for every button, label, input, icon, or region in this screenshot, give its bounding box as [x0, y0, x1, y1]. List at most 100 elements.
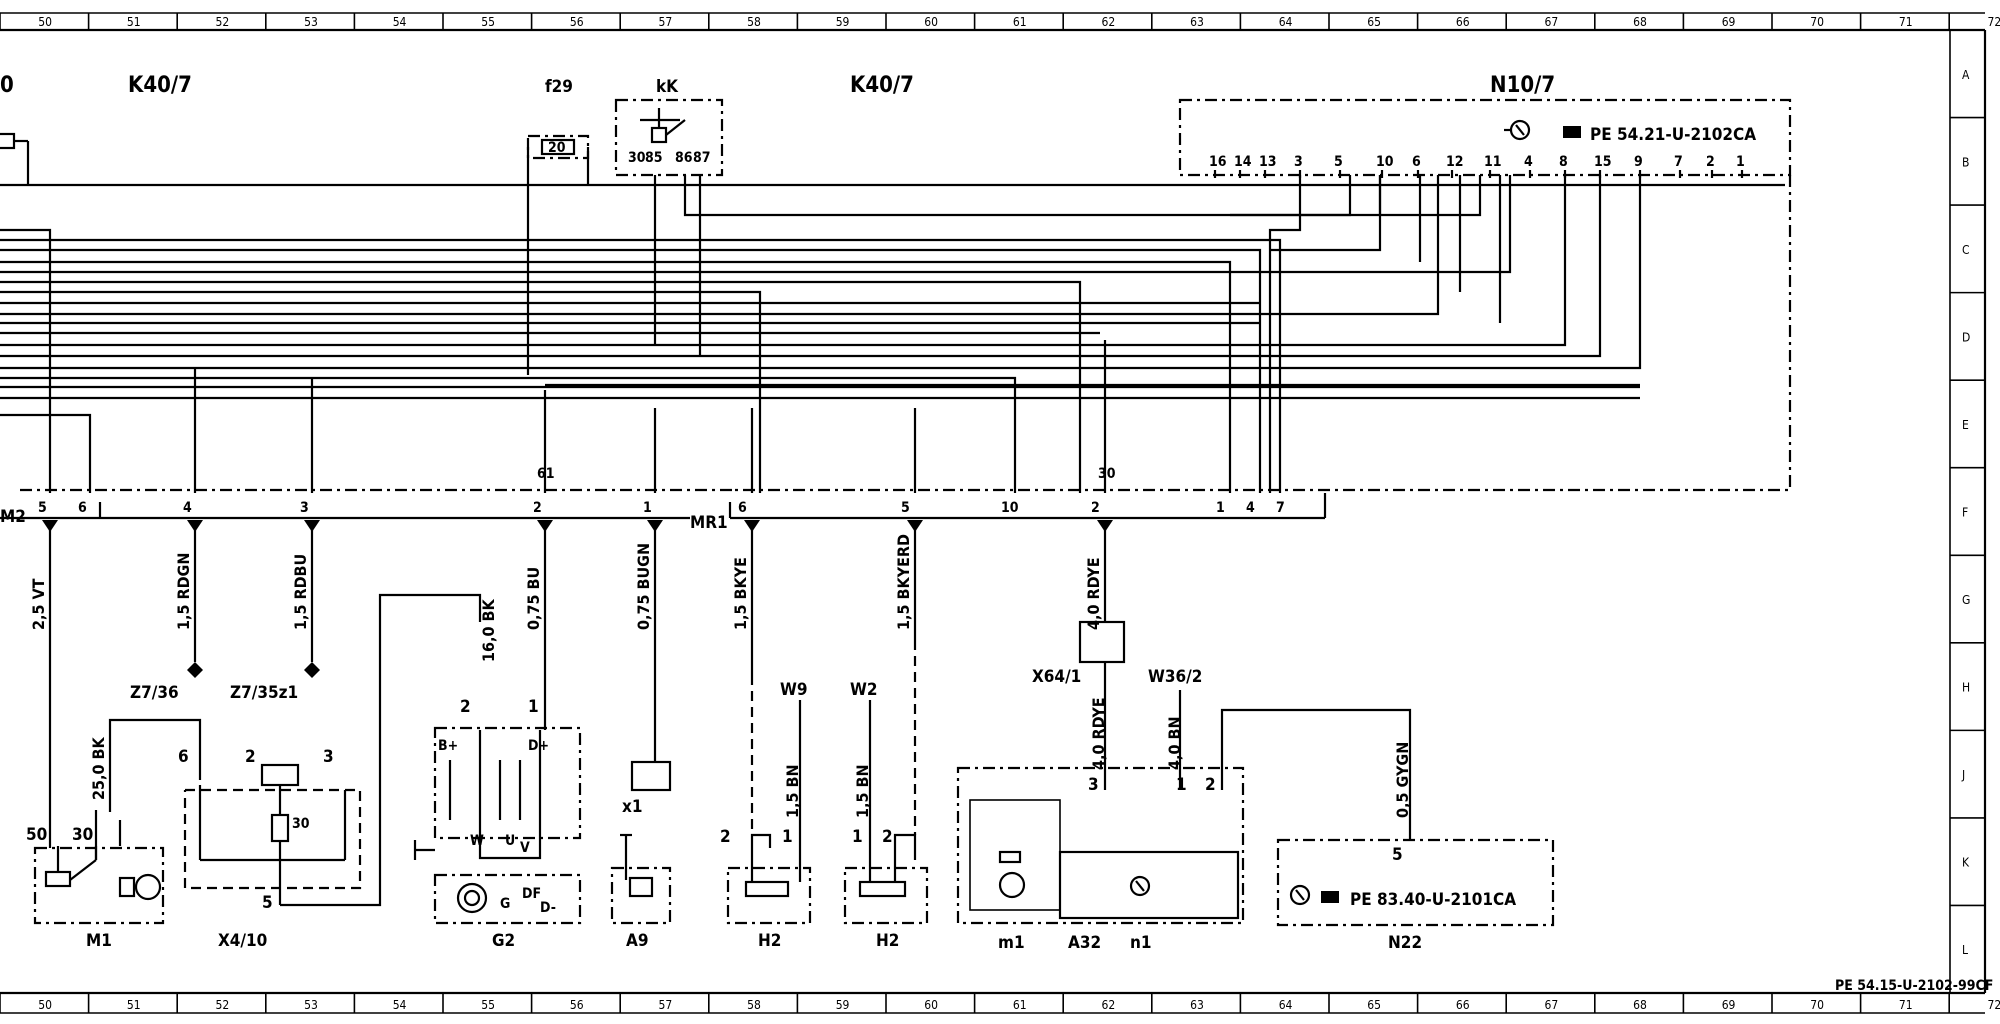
ruler-row-label: J	[1961, 768, 1965, 782]
m2-pin-label: 4	[183, 500, 192, 516]
m2-pin-label: 6	[78, 500, 87, 516]
ruler-column-label: 68	[1633, 998, 1647, 1012]
ruler-column-label: 61	[1013, 998, 1027, 1012]
f29-fuse: 20	[526, 134, 590, 375]
svg-text:5: 5	[262, 893, 273, 913]
m2-pin-label: 3	[300, 500, 309, 516]
ruler-column-label: 64	[1279, 15, 1293, 29]
n10-pin-label: 11	[1484, 154, 1502, 170]
n10-book-ref-icon	[1563, 126, 1581, 138]
edge-label-0: 0	[0, 73, 14, 98]
ruler-row-label: H	[1962, 681, 1970, 695]
ruler-column-label: 51	[127, 15, 141, 29]
h2-horn-right: 1 2 H2	[843, 827, 929, 951]
connector-arrow	[647, 520, 663, 532]
svg-text:2: 2	[1205, 775, 1216, 795]
footer-reference: PE 54.15-U-2102-99CF	[1835, 978, 1993, 994]
x64-w36-area: X64/1 W36/2	[1032, 620, 1412, 840]
ruler-column-label: 70	[1810, 998, 1824, 1012]
svg-text:5: 5	[1392, 845, 1403, 865]
n10-pin-label: 1	[1736, 154, 1745, 170]
n10-ground-icon	[1504, 119, 1531, 141]
ruler-row-label: A	[1962, 68, 1970, 82]
m2-pin-label: 1	[643, 500, 652, 516]
x4-10-terminal: 6 2 3 5 30 X4/10	[178, 593, 482, 951]
connector-arrow	[907, 520, 923, 532]
wire-gauge-label: 0,5 GYGN	[1393, 742, 1412, 818]
ruler-column-label: 57	[659, 998, 673, 1012]
ruler-row-label: C	[1962, 243, 1970, 257]
ruler-column-label: 60	[924, 998, 938, 1012]
ruler-column-label: 54	[393, 998, 407, 1012]
connector-arrow	[187, 520, 203, 532]
z7-splices: Z7/36 Z7/35z1	[130, 662, 320, 703]
kk-relay: 30 85 86 87	[614, 98, 724, 177]
connector-arrow	[537, 520, 553, 532]
mr1-label: MR1	[690, 513, 728, 533]
m2-pin-label: 2	[533, 500, 542, 516]
h2-right-label: H2	[876, 931, 899, 951]
ruler-column-label: 63	[1190, 15, 1204, 29]
kk-label: kK	[656, 77, 679, 97]
connector-arrow	[304, 520, 320, 532]
ruler-column-label: 59	[836, 998, 850, 1012]
connector-arrow	[744, 520, 760, 532]
svg-text:30: 30	[72, 825, 93, 845]
wire-gauge-label: 1,5 RDBU	[291, 554, 310, 630]
wire-gauge-label: 4,0 RDYE	[1089, 697, 1108, 770]
k40-7-label-left: K40/7	[128, 73, 192, 98]
ruler-column-label: 53	[304, 998, 318, 1012]
m1-small-label: m1	[998, 933, 1025, 953]
ruler-row-label: K	[1962, 856, 1970, 870]
ruler-column-label: 61	[1013, 15, 1027, 29]
wire-gauge-label: 4,0 RDYE	[1084, 557, 1103, 630]
svg-text:1: 1	[782, 827, 793, 847]
m1-label: M1	[86, 931, 112, 951]
x64-1-label: X64/1	[1032, 667, 1081, 687]
n10-pin-label: 9	[1634, 154, 1643, 170]
ruler-column-label: 67	[1545, 998, 1559, 1012]
ruler-column-label: 60	[924, 15, 938, 29]
svg-text:2: 2	[460, 697, 471, 717]
ruler-column-label: 59	[836, 15, 850, 29]
svg-text:D+: D+	[528, 738, 549, 754]
n22-book-ref-icon	[1321, 891, 1339, 903]
ruler-column-label: 66	[1456, 15, 1470, 29]
svg-text:U: U	[505, 833, 515, 849]
n10-pin-label: 10	[1376, 154, 1394, 170]
ruler-column-label: 67	[1545, 15, 1559, 29]
ruler-row-label: F	[1962, 506, 1968, 520]
a32-module: 3 1 2 m1 A32 n1	[956, 766, 1245, 953]
ruler-column-label: 51	[127, 998, 141, 1012]
wire-gauge-label: 1,5 BN	[783, 764, 802, 818]
m2-pin-label: 5	[38, 500, 47, 516]
mr1-pin-label: 1	[1216, 500, 1225, 516]
svg-text:D-: D-	[540, 900, 556, 916]
ground-points: W9 W2	[750, 640, 917, 835]
k40-7-label-right: K40/7	[850, 73, 914, 98]
wire-gauge-label: 1,5 BN	[853, 764, 872, 818]
mr1-pin-label: 5	[901, 500, 910, 516]
svg-text:DF: DF	[522, 886, 541, 902]
ruler-column-label: 63	[1190, 998, 1204, 1012]
z7-36-label: Z7/36	[130, 683, 179, 703]
frame	[0, 12, 1987, 1014]
n10-pin-label: 13	[1259, 154, 1277, 170]
w2-label: W2	[850, 680, 878, 700]
ruler-column-label: 65	[1367, 998, 1381, 1012]
svg-text:1: 1	[852, 827, 863, 847]
z7-35z1-label: Z7/35z1	[230, 683, 298, 703]
ruler-column-label: 68	[1633, 15, 1647, 29]
svg-text:2: 2	[245, 747, 256, 767]
connector-strip: M2 MR1	[0, 493, 1327, 533]
a32-label: A32	[1068, 933, 1101, 953]
wire-gauge-label: 1,5 RDGN	[174, 553, 193, 630]
ruler-column-label: 72	[1988, 15, 2000, 29]
n1-label: n1	[1130, 933, 1152, 953]
ruler-column-label: 69	[1722, 15, 1736, 29]
